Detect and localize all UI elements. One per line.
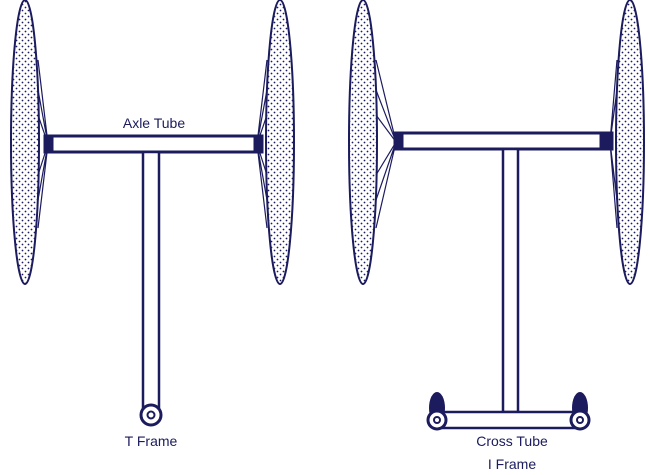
axle-tube-label: Axle Tube <box>123 115 185 131</box>
right-hub <box>253 135 263 153</box>
left-hub <box>394 132 404 150</box>
axle-tube <box>43 134 264 154</box>
center-tube <box>141 150 161 410</box>
t-frame-label: T Frame <box>125 433 178 449</box>
right-caster <box>569 392 591 431</box>
left-wheel <box>10 0 49 285</box>
left-wheel <box>348 0 397 285</box>
left-hub <box>44 135 54 153</box>
right-hub <box>599 132 611 150</box>
center-tube <box>501 147 520 414</box>
cross-tube-label: Cross Tube <box>476 433 548 449</box>
cross-tube <box>432 410 584 430</box>
i-frame-label: I Frame <box>488 456 536 472</box>
axle-tube <box>393 131 614 151</box>
left-caster <box>426 392 448 431</box>
right-wheel <box>609 0 645 285</box>
i-frame-chair <box>348 0 645 431</box>
front-caster <box>139 403 163 427</box>
t-frame-chair <box>10 0 295 427</box>
